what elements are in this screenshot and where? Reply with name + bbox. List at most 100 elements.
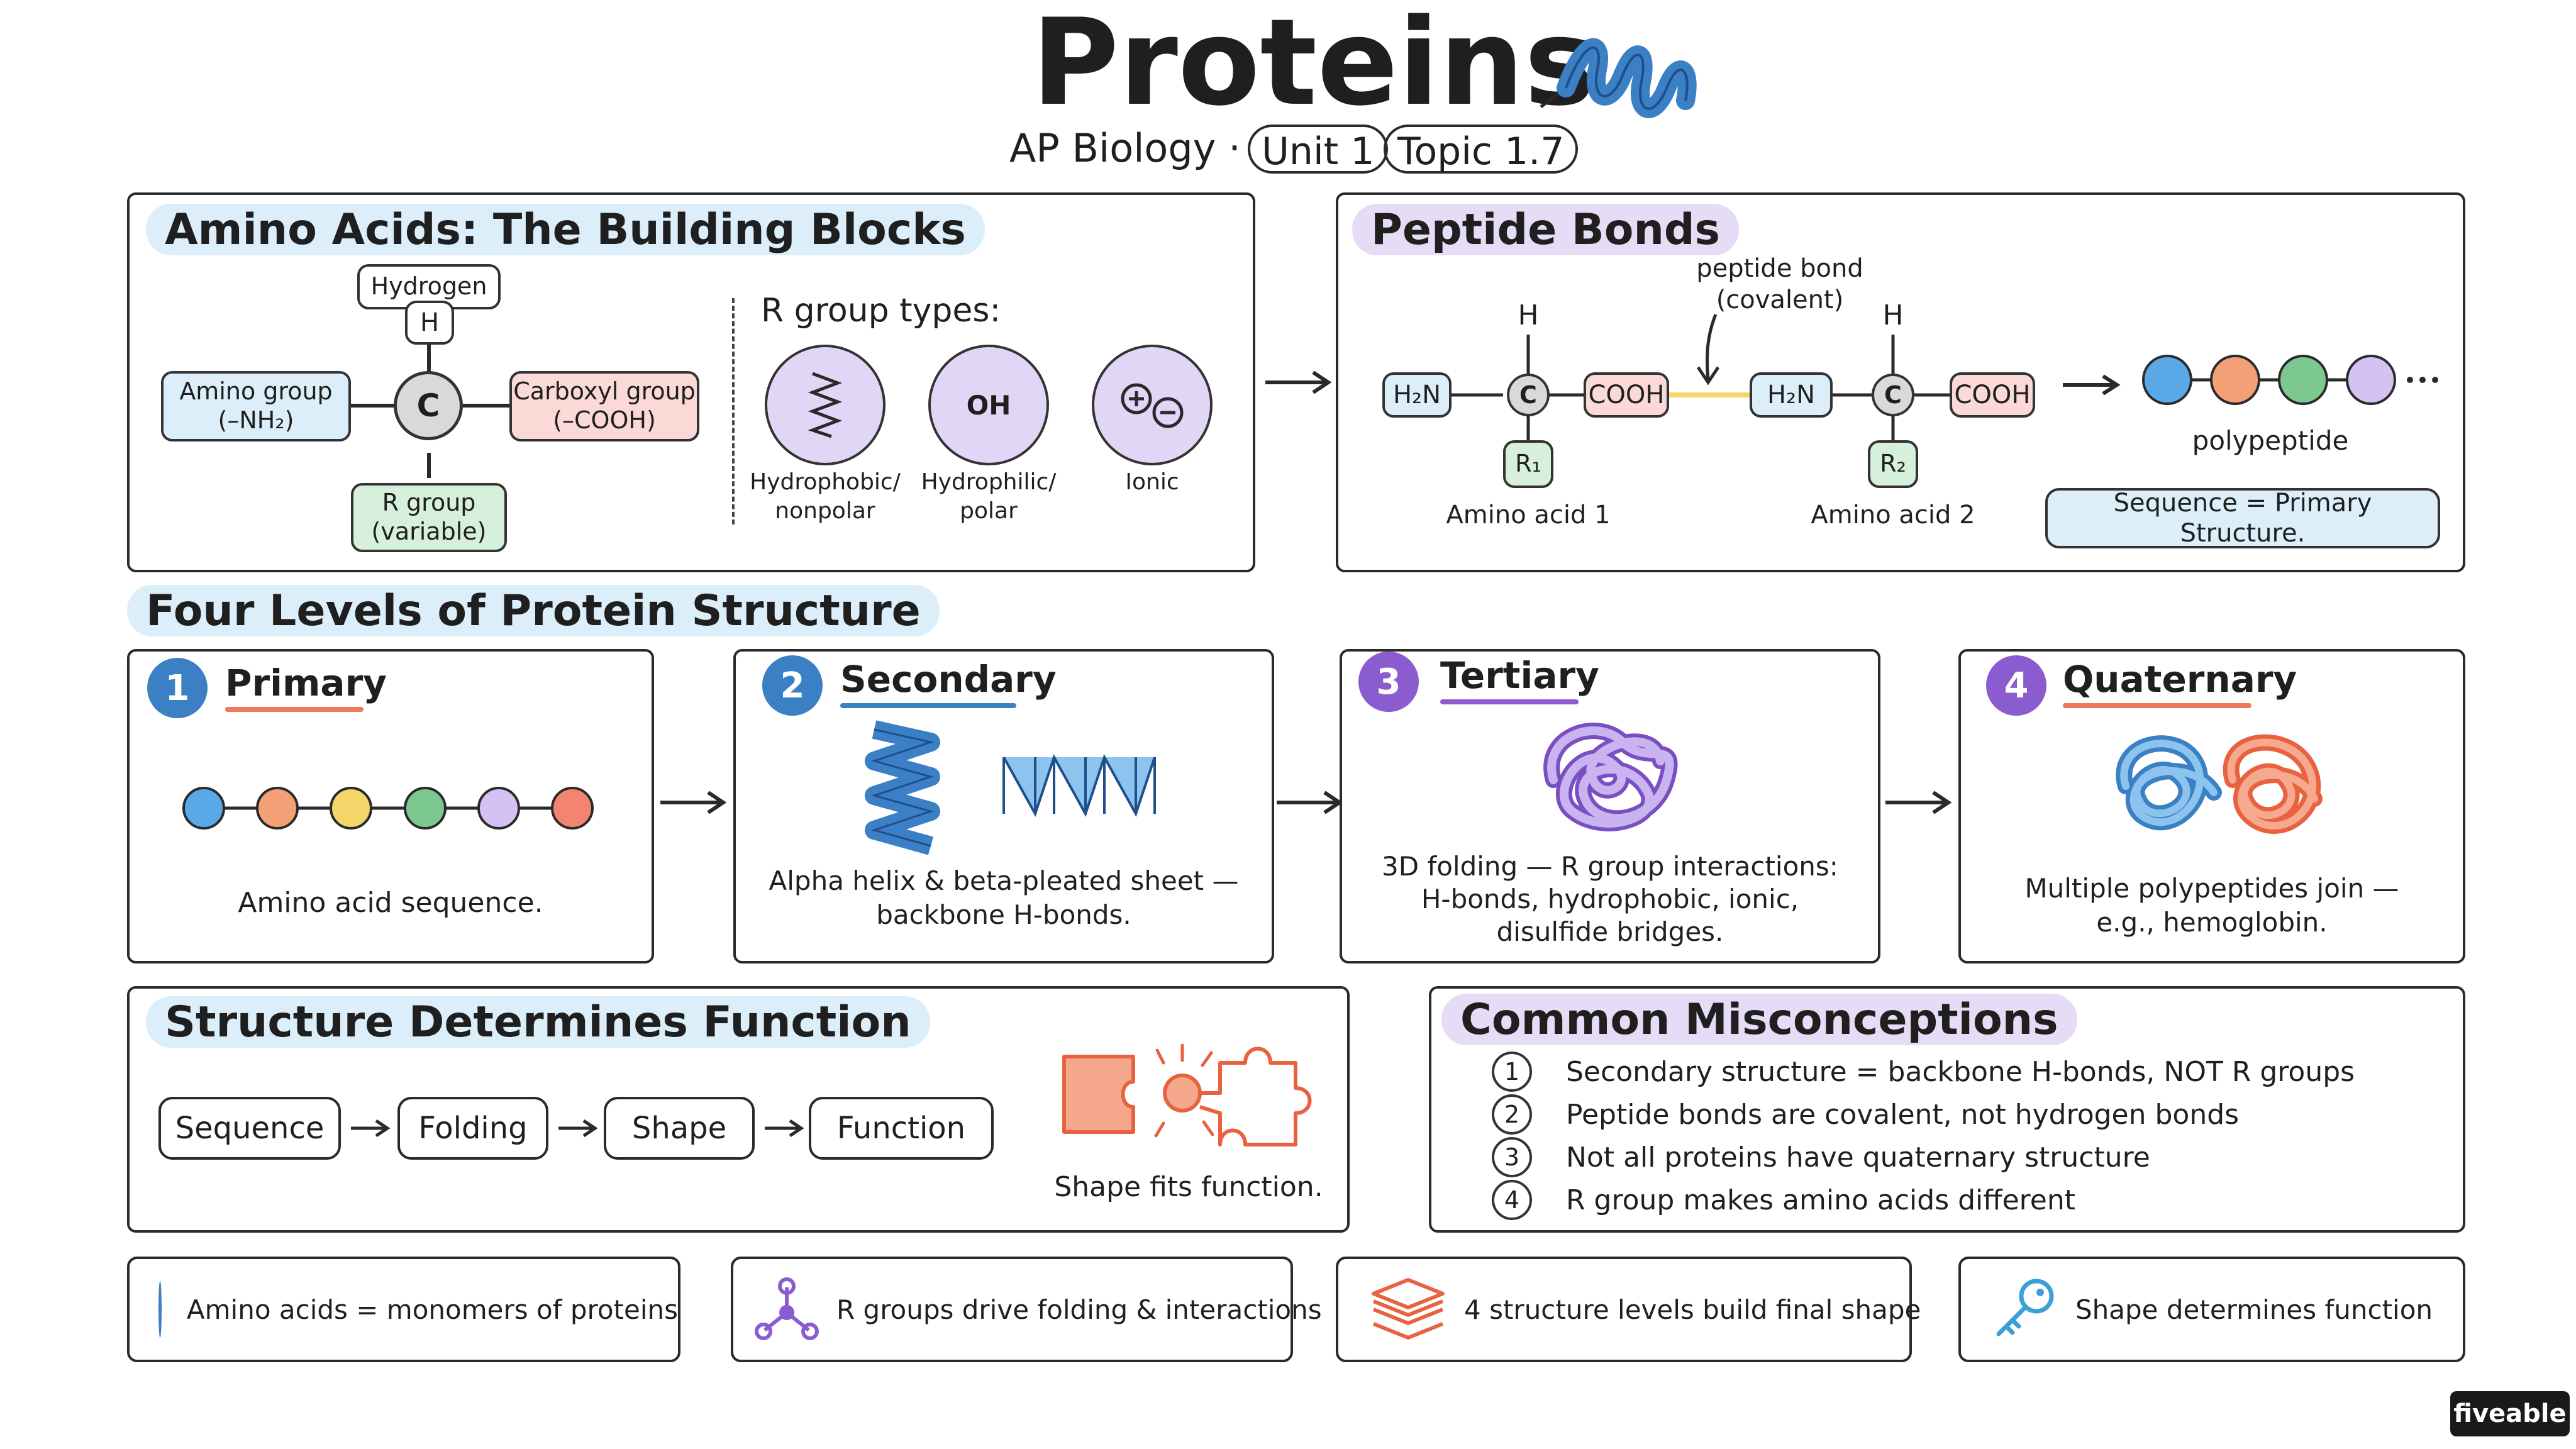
misconception-2-num: 2 [1492, 1094, 1532, 1135]
structure-function-caption: Shape fits function. [1054, 1171, 1323, 1203]
zigzag-icon [808, 372, 843, 438]
primary-structure-note-text: Sequence = Primary Structure. [2113, 489, 2372, 548]
ionic-label-line1: Ionic [1125, 469, 1179, 495]
arrow-icon [351, 1119, 391, 1138]
aa1-h: H [1518, 299, 1539, 331]
arrow-icon [765, 1119, 804, 1138]
aa1-amine-text: H₂N [1392, 380, 1441, 409]
structure-function-heading: Structure Determines Function [146, 996, 930, 1048]
summary-tile-1: Amino acids = monomers of proteins [127, 1257, 680, 1362]
level-4-title: Quaternary [2063, 658, 2297, 701]
alpha-carbon-text: C [416, 387, 440, 424]
hydrogen-atom: H [405, 301, 454, 345]
level-4-desc-line2: e.g., hemoglobin. [2096, 907, 2328, 938]
flow-step-shape: Shape [604, 1097, 755, 1160]
hydrophobic-label-line1: Hydrophobic/ [750, 469, 901, 495]
aa2-carbon-text: C [1884, 381, 1902, 409]
level-3-desc-line1: 3D folding — R group interactions: [1382, 851, 1838, 882]
level-2-num: 2 [780, 665, 805, 706]
misconceptions-heading: Common Misconceptions [1441, 994, 2077, 1045]
ionic-circle [1092, 345, 1213, 465]
tertiary-fold-icon [1543, 723, 1678, 831]
hydrophilic-label: Hydrophilic/ polar [913, 468, 1064, 526]
aa1-carbon: C [1507, 374, 1550, 416]
flow-step-sequence: Sequence [158, 1097, 341, 1160]
misconception-1-num: 1 [1492, 1052, 1532, 1092]
level-2-title: Secondary [840, 658, 1057, 701]
layers-icon [1372, 1278, 1445, 1340]
peptide-bond-label-line2: (covalent) [1716, 286, 1844, 314]
arrow-icon [1277, 791, 1343, 814]
summary-tile-1-text: Amino acids = monomers of proteins [186, 1294, 678, 1325]
carboxyl-group: Carboxyl group (–COOH) [509, 371, 699, 441]
carboxyl-group-line2: (–COOH) [553, 406, 656, 434]
aa2-cooh-text: COOH [1954, 380, 2031, 409]
level-1-desc: Amino acid sequence. [238, 887, 543, 919]
level-2-underline [840, 703, 1016, 708]
r-group-line1: R group [382, 489, 476, 517]
aa2-h: H [1882, 299, 1904, 331]
peptide-bond-label: peptide bond (covalent) [1648, 253, 1912, 316]
hydrophilic-label-line1: Hydrophilic/ [921, 469, 1057, 495]
peptide-bond-label-line1: peptide bond [1696, 254, 1863, 283]
circle-icon [158, 1281, 162, 1338]
levels-heading: Four Levels of Protein Structure [127, 585, 940, 636]
molecule-icon [755, 1277, 819, 1340]
flow-step-function: Function [809, 1097, 994, 1160]
level-1-underline [225, 707, 364, 712]
amino-acids-heading: Amino Acids: The Building Blocks [146, 204, 985, 255]
level-4-num: 4 [2004, 665, 2029, 706]
alpha-helix-icon [865, 720, 940, 855]
beta-sheet-icon [1002, 754, 1156, 817]
summary-tile-3-text: 4 structure levels build final shape [1464, 1294, 1921, 1325]
level-2-desc: Alpha helix & beta-pleated sheet — backb… [733, 864, 1274, 932]
topic-badge-text: Topic 1.7 [1397, 130, 1565, 174]
misconception-4-text: R group makes amino acids different [1566, 1184, 2075, 1216]
quaternary-fold-icon [2116, 734, 2323, 834]
amino-group-line2: (–NH₂) [218, 406, 294, 434]
aa2-label: Amino acid 2 [1811, 501, 1975, 530]
r-group-line2: (variable) [371, 518, 487, 545]
aa1-r: R₁ [1503, 440, 1553, 488]
aa1-cooh: COOH [1584, 372, 1669, 418]
misconception-2-text: Peptide bonds are covalent, not hydrogen… [1566, 1098, 2240, 1131]
level-2-desc-line1: Alpha helix & beta-pleated sheet — [769, 865, 1239, 896]
level-1-badge: 1 [147, 658, 208, 718]
polypeptide-label: polypeptide [2192, 425, 2349, 456]
flow-step-shape-text: Shape [631, 1111, 727, 1146]
summary-tile-2-text: R groups drive folding & interactions [836, 1294, 1322, 1325]
level-2-badge: 2 [762, 655, 823, 716]
hydrophilic-symbol: OH [966, 389, 1011, 421]
aa1-cooh-text: COOH [1588, 380, 1665, 409]
level-4-badge: 4 [1986, 655, 2046, 716]
aa2-carbon: C [1872, 374, 1914, 416]
level-3-desc-line2: H-bonds, hydrophobic, ionic, [1421, 884, 1799, 914]
hydrogen-label-text: Hydrogen [370, 272, 487, 301]
level-3-num: 3 [1376, 661, 1401, 702]
misconception-4: 4 R group makes amino acids different [1492, 1180, 2075, 1220]
flow-step-folding-text: Folding [418, 1111, 528, 1146]
hydrophilic-circle: OH [928, 345, 1049, 465]
primary-chain [182, 787, 594, 830]
arrow-icon [1265, 370, 1332, 394]
hydrophilic-label-line2: polar [960, 498, 1018, 524]
misconception-3: 3 Not all proteins have quaternary struc… [1492, 1137, 2150, 1177]
charge-icon [1121, 383, 1184, 428]
aa1-label: Amino acid 1 [1446, 501, 1611, 530]
level-tertiary-panel [1340, 649, 1880, 963]
aa1-amine: H₂N [1382, 372, 1452, 418]
level-2-desc-line2: backbone H-bonds. [876, 899, 1131, 930]
level-3-desc: 3D folding — R group interactions: H-bon… [1340, 850, 1880, 948]
hydrophobic-label: Hydrophobic/ nonpolar [750, 468, 901, 526]
ionic-label: Ionic [1077, 468, 1228, 497]
key-icon [1996, 1279, 2054, 1336]
arrow-icon [558, 1119, 598, 1138]
aa2-r-text: R₂ [1880, 450, 1906, 478]
level-3-title: Tertiary [1440, 654, 1599, 697]
misconception-1-text: Secondary structure = backbone H-bonds, … [1566, 1055, 2355, 1088]
level-1-title: Primary [225, 662, 387, 704]
misconception-4-num: 4 [1492, 1180, 1532, 1220]
level-4-desc-line1: Multiple polypeptides join — [2024, 873, 2399, 904]
misconception-1: 1 Secondary structure = backbone H-bonds… [1492, 1052, 2355, 1092]
